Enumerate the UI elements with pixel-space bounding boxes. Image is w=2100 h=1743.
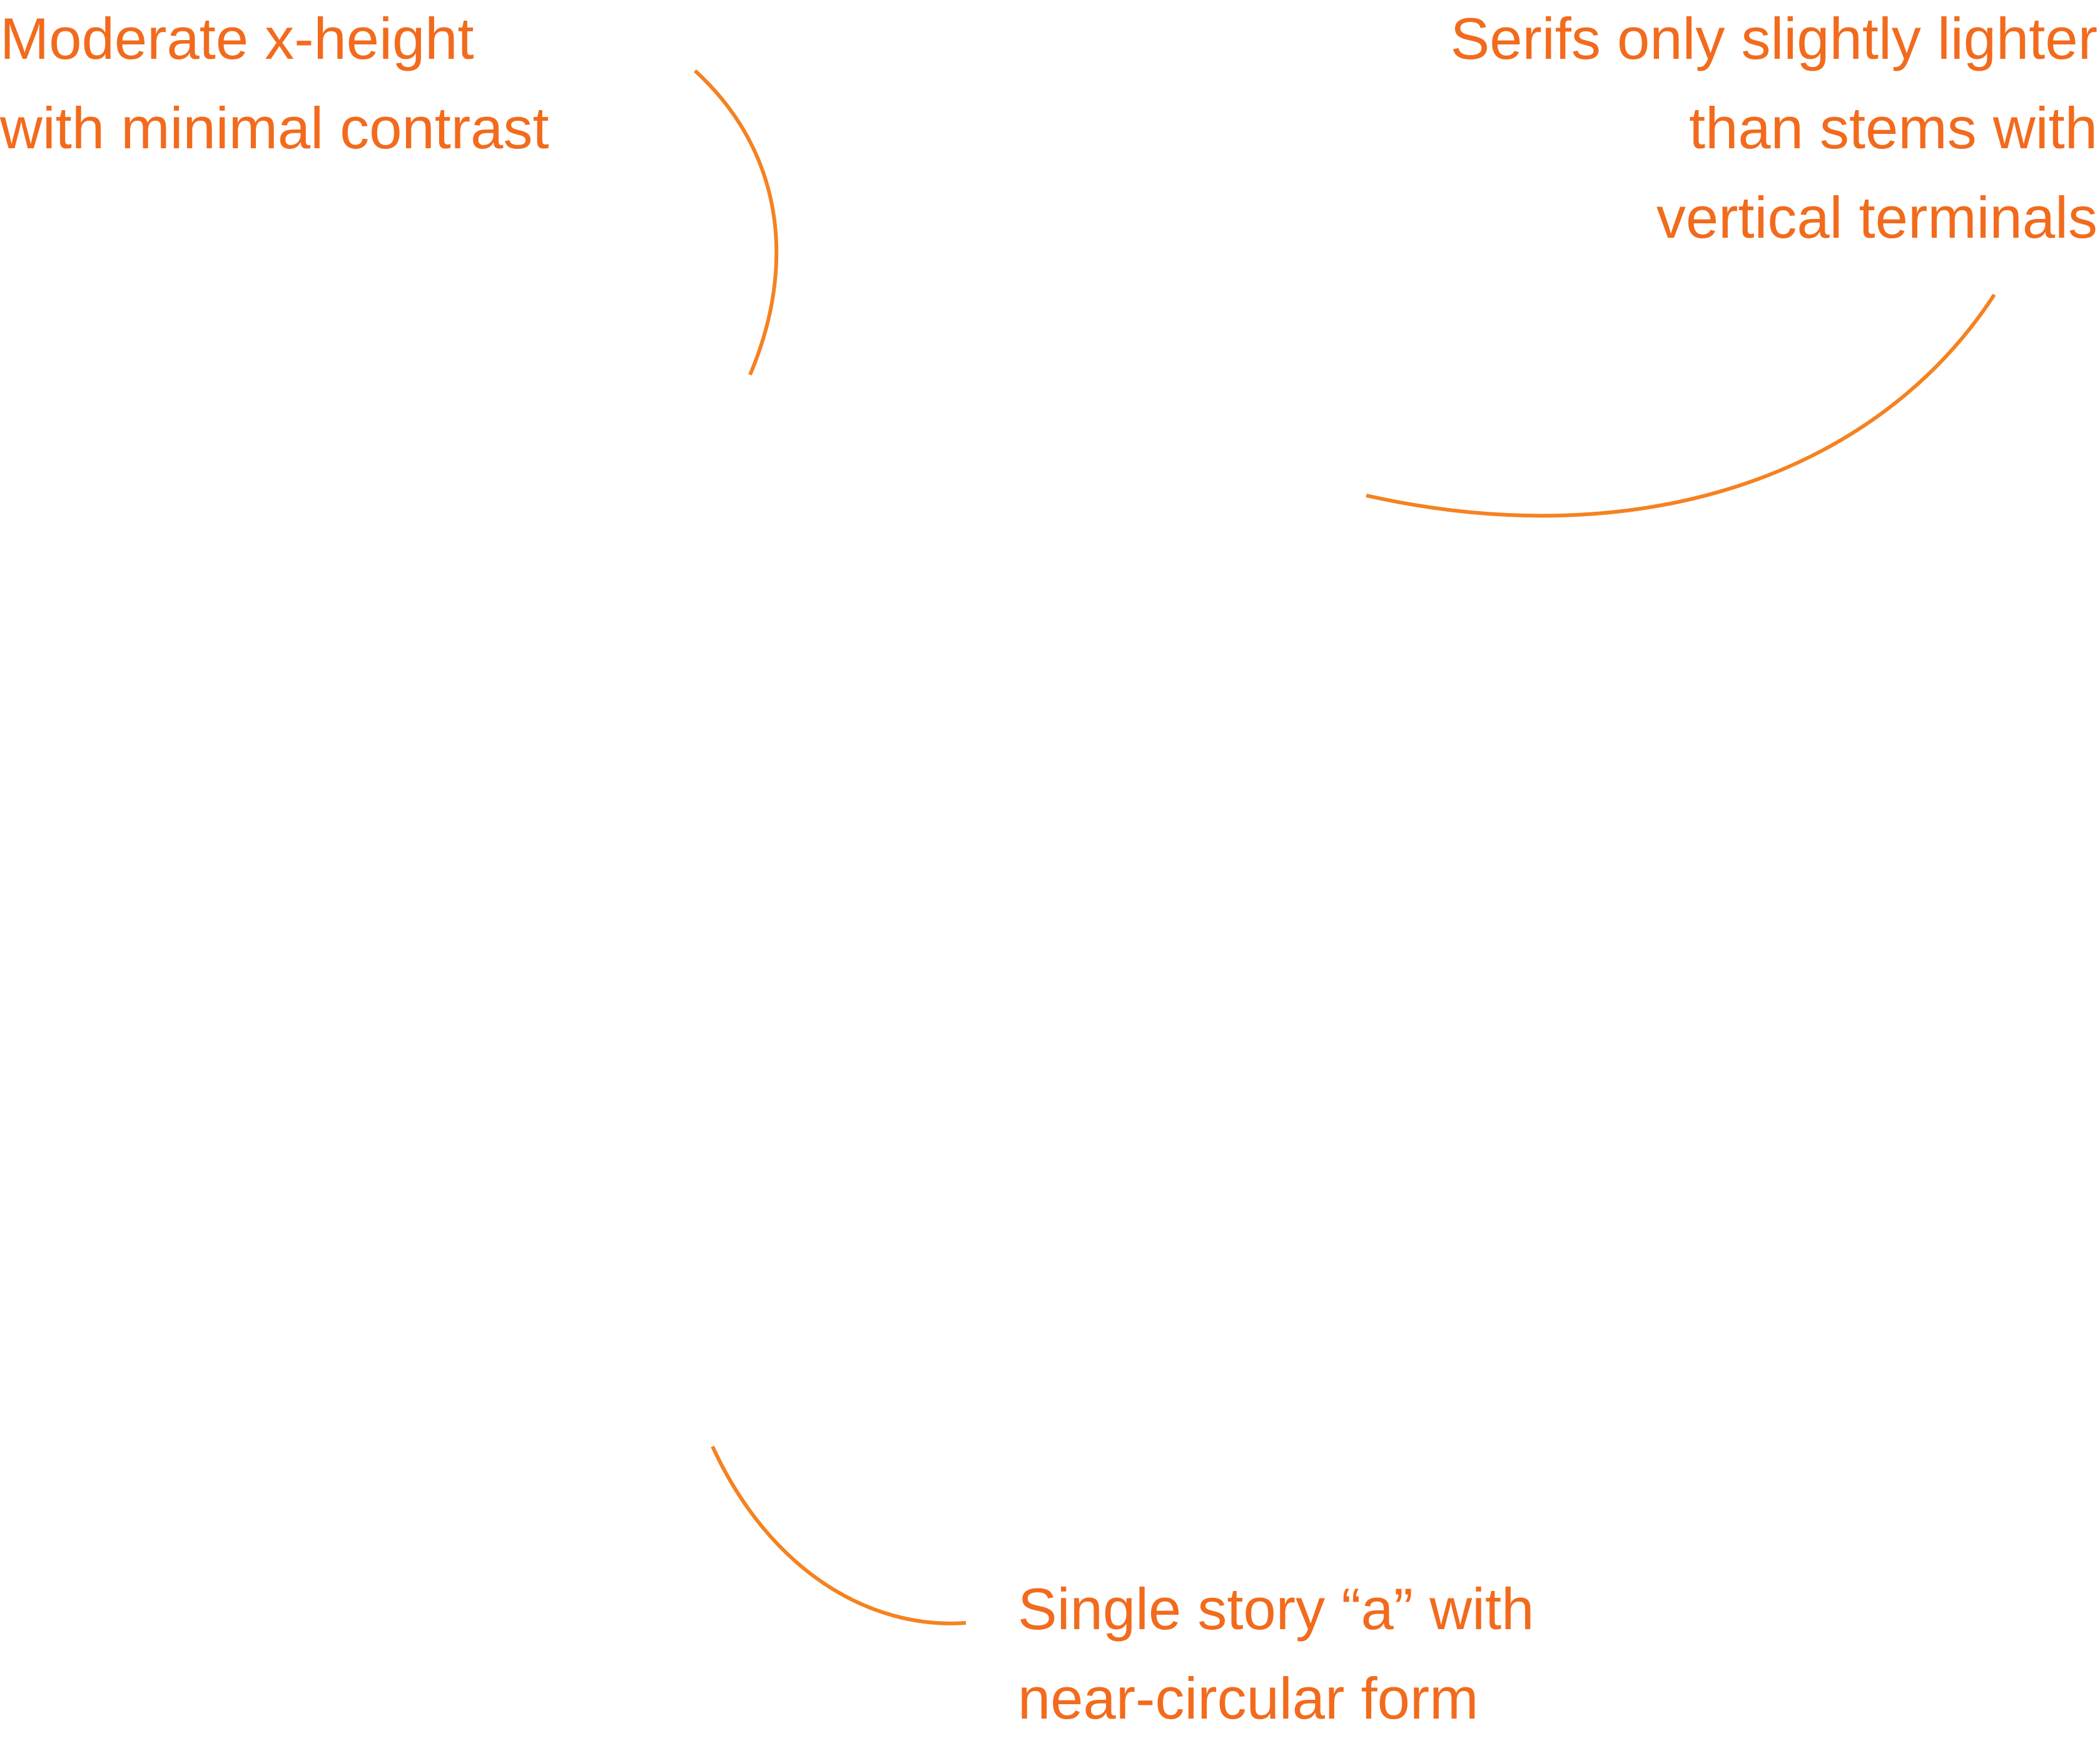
- leader-line-serifs: [1366, 293, 1996, 518]
- annotation-single-story-a: Single story “a” with near-circular form: [1018, 1564, 1534, 1743]
- leader-line-x-height: [693, 69, 779, 376]
- annotation-line: Single story “a” with: [1018, 1576, 1534, 1642]
- annotation-line: Serifs only slightly lighter: [1450, 6, 2097, 71]
- annotation-line: with minimal contrast: [0, 95, 549, 161]
- annotation-x-height: Moderate x-height with minimal contrast: [0, 0, 549, 173]
- annotation-line: Moderate x-height: [0, 6, 474, 71]
- leader-line-single-story-a: [711, 1445, 966, 1625]
- annotation-line: than stems with: [1688, 95, 2097, 161]
- annotation-line: vertical terminals: [1656, 185, 2097, 250]
- annotation-line: near-circular form: [1018, 1665, 1479, 1731]
- annotation-serifs: Serifs only slightly lighter than stems …: [1451, 0, 2097, 262]
